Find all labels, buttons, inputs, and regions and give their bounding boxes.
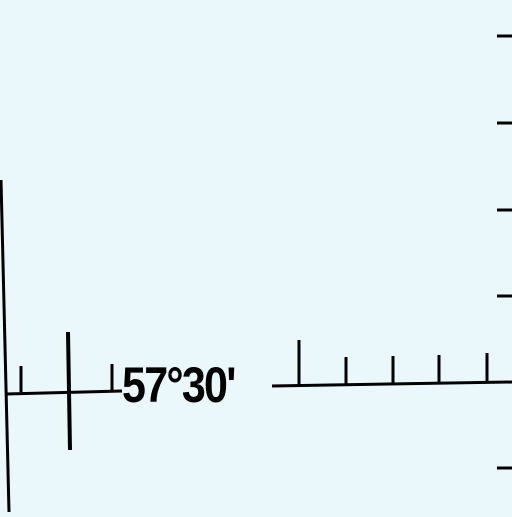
latitude-line-left — [5, 389, 123, 396]
scale-tick-major — [66, 331, 72, 451]
left-border-line — [0, 179, 11, 513]
latitude-label: 57°30' — [122, 357, 236, 413]
